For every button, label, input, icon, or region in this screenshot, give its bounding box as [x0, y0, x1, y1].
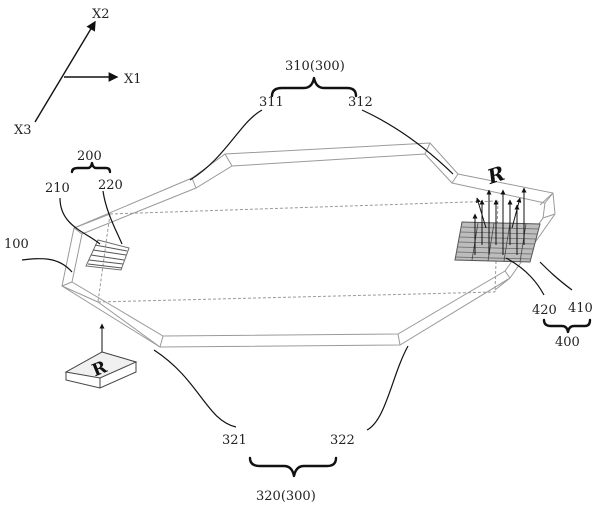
label-320: 320(300) [256, 489, 316, 504]
brace-310 [270, 76, 358, 98]
axis-x2-label: X2 [92, 7, 110, 22]
label-310: 310(300) [285, 59, 345, 74]
label-321: 321 [222, 433, 247, 448]
label-311: 311 [259, 95, 284, 110]
label-400: 400 [555, 335, 580, 350]
waveguide-outline [61, 142, 556, 348]
outcoupling-grating [454, 221, 541, 263]
label-220: 220 [98, 178, 123, 193]
image-mark: R [483, 161, 507, 189]
axis-indicator: X2 X1 X3 [14, 7, 142, 138]
brace-200 [70, 161, 112, 174]
incoupling-grating [85, 239, 130, 271]
light-source: R [64, 323, 138, 389]
label-410: 410 [568, 301, 593, 316]
axis-x3-label: X3 [14, 123, 32, 138]
outcoupled-light-arrows [472, 187, 527, 255]
label-322: 322 [330, 433, 355, 448]
label-200: 200 [77, 149, 102, 164]
label-312: 312 [348, 95, 373, 110]
brace-320 [248, 456, 338, 478]
leader-lines [21, 109, 573, 431]
label-100: 100 [4, 237, 29, 252]
label-420: 420 [532, 303, 557, 318]
axis-x1-label: X1 [124, 72, 142, 87]
brace-400 [542, 318, 592, 334]
label-210: 210 [45, 181, 70, 196]
